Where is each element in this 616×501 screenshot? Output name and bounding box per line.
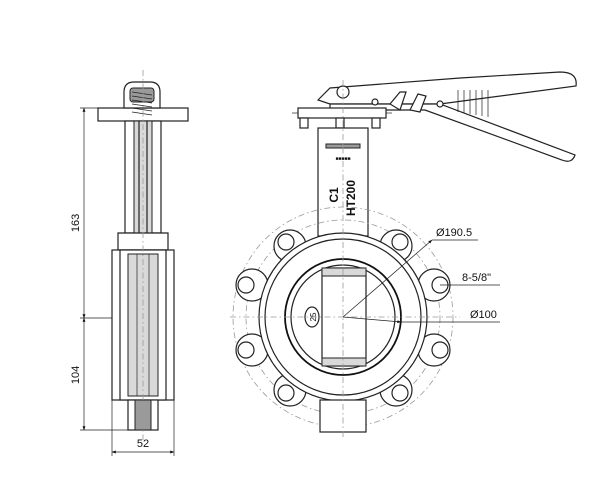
side-view: 163 104 52 bbox=[70, 70, 189, 456]
dim-width-side: 52 bbox=[137, 438, 149, 450]
front-view: ■■■■■ C1 HT200 bbox=[230, 71, 577, 440]
plate-bolt-right bbox=[371, 117, 381, 129]
marking-material: HT200 bbox=[344, 180, 358, 216]
dim-height-upper: 163 bbox=[70, 214, 82, 232]
top-plate bbox=[297, 107, 387, 119]
dim-pcd: Ø190.5 bbox=[436, 227, 472, 239]
handle-lever bbox=[316, 71, 577, 105]
dim-bolt: 8-5/8" bbox=[462, 272, 491, 284]
plate-bolt-left bbox=[299, 117, 309, 129]
dim-bore: Ø100 bbox=[470, 309, 497, 321]
side-spring bbox=[131, 91, 153, 116]
marking-class: C1 bbox=[327, 187, 341, 203]
dim-height-lower: 104 bbox=[70, 366, 82, 384]
svg-text:■■■■■: ■■■■■ bbox=[335, 156, 350, 162]
handle-spring bbox=[457, 90, 489, 117]
